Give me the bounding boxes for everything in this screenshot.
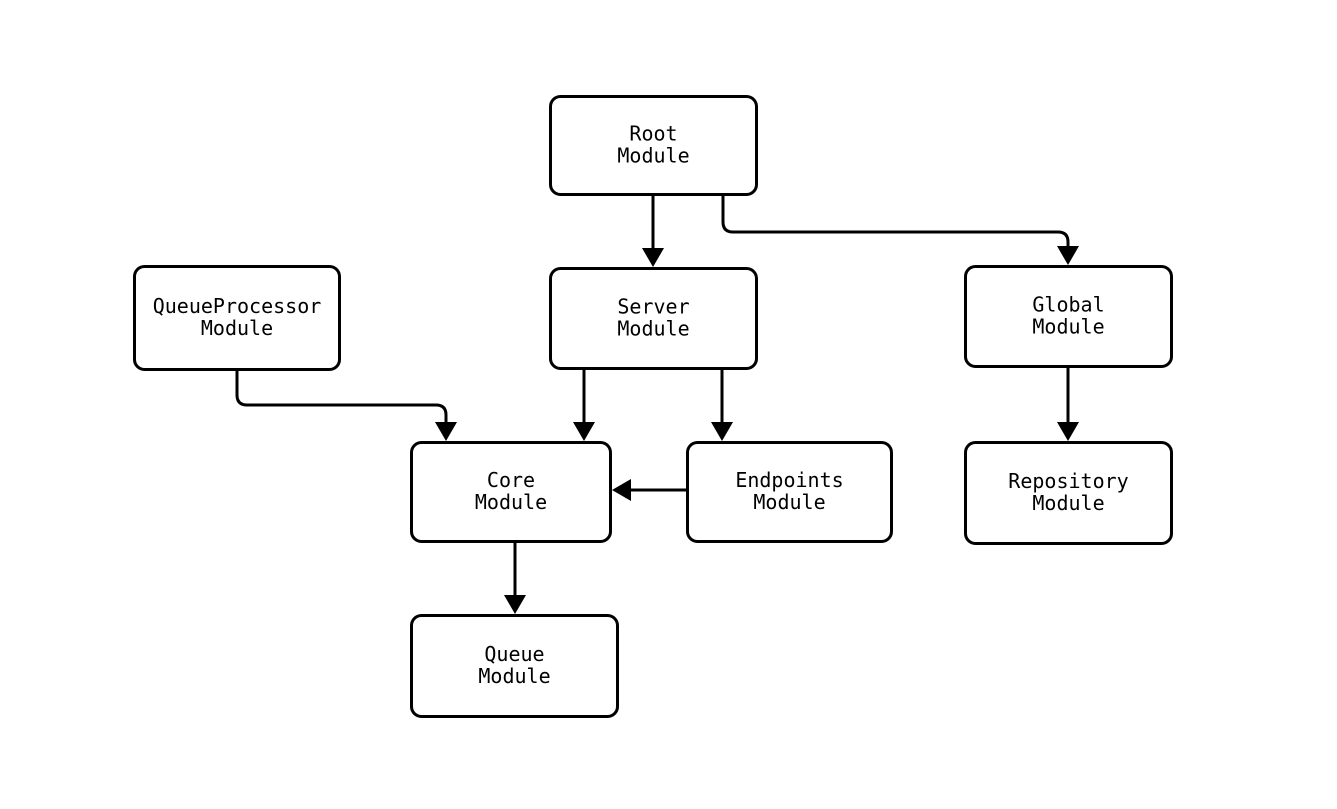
edge-line — [721, 196, 1070, 256]
node-box[interactable] — [549, 267, 758, 370]
edge-arrowhead — [642, 248, 664, 267]
node-label-line1: Global — [1032, 292, 1104, 316]
node-box[interactable] — [410, 441, 612, 543]
edge-arrowhead — [1057, 246, 1079, 265]
edge-global-to-repository — [1057, 368, 1079, 441]
edge-core-to-queue — [504, 543, 526, 614]
node-label-line2: Module — [753, 490, 825, 514]
node-label-line2: Module — [478, 664, 550, 688]
edge-queueprocessor-to-core — [235, 371, 457, 441]
node-label-line2: Module — [617, 316, 689, 340]
node-label-line2: Module — [201, 316, 273, 340]
node-label-line1: Core — [487, 468, 535, 492]
edge-line — [235, 371, 448, 432]
node-box[interactable] — [964, 441, 1173, 545]
edges-layer — [235, 196, 1079, 614]
edge-arrowhead — [612, 479, 631, 501]
node-label-line2: Module — [475, 490, 547, 514]
edge-root-to-server — [642, 196, 664, 267]
edge-arrowhead — [504, 595, 526, 614]
edge-server-to-endpoints — [711, 370, 733, 441]
node-label-line1: Endpoints — [735, 468, 843, 492]
edge-arrowhead — [1057, 422, 1079, 441]
node-box[interactable] — [133, 265, 341, 371]
node-label-line1: Queue — [484, 642, 544, 666]
node-label-line2: Module — [1032, 491, 1104, 515]
node-box[interactable] — [410, 614, 619, 718]
node-label-line1: Server — [617, 294, 689, 318]
node-label-line1: QueueProcessor — [153, 294, 322, 318]
edge-endpoints-to-core — [612, 479, 686, 501]
node-label-line2: Module — [1032, 314, 1104, 338]
node-box[interactable] — [686, 441, 893, 543]
node-box[interactable] — [964, 265, 1173, 368]
node-label-line1: Root — [629, 121, 677, 145]
edge-server-to-core — [573, 370, 595, 441]
edge-arrowhead — [435, 422, 457, 441]
node-label-line1: Repository — [1008, 469, 1128, 493]
edge-arrowhead — [573, 422, 595, 441]
edge-root-to-global — [721, 196, 1079, 265]
node-label-line2: Module — [617, 143, 689, 167]
node-box[interactable] — [549, 95, 758, 196]
edge-arrowhead — [711, 422, 733, 441]
